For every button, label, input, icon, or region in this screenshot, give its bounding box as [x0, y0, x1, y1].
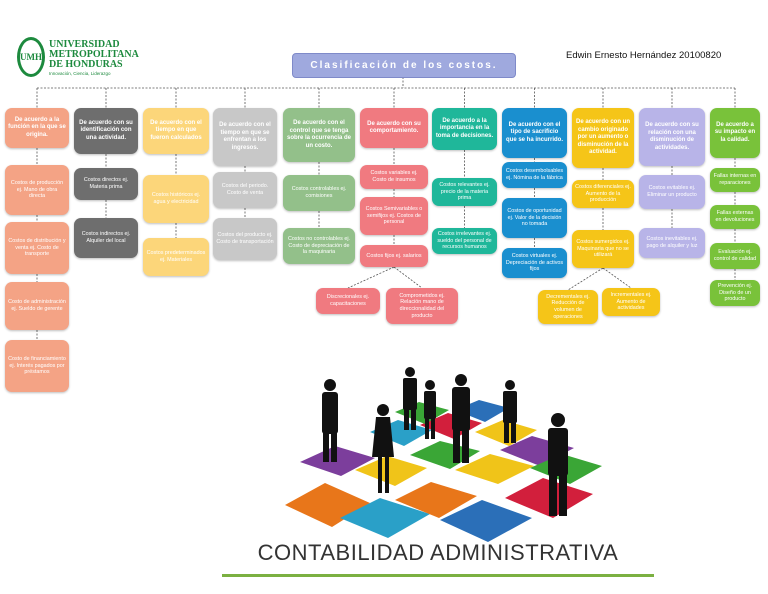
university-logo-icon: UMH — [17, 37, 45, 77]
connector-line — [602, 267, 632, 289]
cost-type-box: Costos predeterminados ej. Materiales — [143, 238, 209, 276]
cost-type-box: Costos históricos ej. agua y electricida… — [143, 175, 209, 223]
cost-type-box: Costos del producto ej. Costo de transpo… — [213, 218, 277, 260]
business-people-icon — [322, 367, 568, 516]
cost-type-box: Costo de financiamiento ej. Interés paga… — [5, 340, 69, 392]
cost-type-box: Costos sumergidos ej. Maquinaria que no … — [572, 230, 634, 268]
cost-type-box: Costos controlables ej. comisiones — [283, 175, 355, 211]
cost-type-box: Costos del periodo. Costo de venta — [213, 172, 277, 208]
connector-line — [393, 266, 423, 289]
banner-title: CONTABILIDAD ADMINISTRATIVA — [257, 540, 619, 565]
cost-type-box: Costos Semivariables o semifijos ej. Cos… — [360, 197, 428, 235]
cost-subtype-box: Incrementales ej. Aumento de actividades — [602, 288, 660, 316]
category-header: De acuerdo con su identificación con una… — [74, 108, 138, 154]
cost-type-box: Evaluación ej. control de calidad — [710, 243, 760, 269]
author-label: Edwin Ernesto Hernández 20100820 — [566, 50, 722, 61]
cost-subtype-box: Decrementales ej. Reducción de volumen d… — [538, 290, 598, 324]
category-header: De acuerdo con su comportamiento. — [360, 108, 428, 148]
category-header: De acuerdo con el control que se tenga s… — [283, 108, 355, 162]
cost-type-box: Costos de distribución y venta ej. Costo… — [5, 222, 69, 274]
cost-type-box: Costos de oportunidad ej. Valor de la de… — [502, 198, 567, 238]
university-name: UNIVERSIDAD METROPOLITANA DE HONDURAS — [49, 39, 139, 70]
cost-type-box: Prevención ej. Diseño de un producto — [710, 280, 760, 306]
cost-type-box: Costos de producción ej. Mano de obra di… — [5, 165, 69, 215]
banner-underline — [222, 574, 654, 577]
category-header: De acuerdo con el tiempo en que se enfre… — [213, 108, 277, 166]
category-header: De acuerdo con un cambio originado por u… — [572, 108, 634, 168]
cost-type-box: Costos desembolsables ej. Nómina de la f… — [502, 162, 567, 188]
cost-type-box: Costos irrelevantes ej. sueldo del perso… — [432, 228, 497, 254]
cost-type-box: Costos fijos ej. salarios — [360, 245, 428, 267]
category-header: De acuerdo con el tipo de sacrificio que… — [502, 108, 567, 158]
university-tagline: Innovación, Ciencia, Liderazgo — [49, 71, 111, 76]
cost-subtype-box: Comprometidos ej. Relación mano de direc… — [386, 288, 458, 324]
category-header: De acuerdo con el tiempo en que fueron c… — [143, 108, 209, 154]
cost-type-box: Costo de administración ej. Sueldo de ge… — [5, 282, 69, 330]
cost-type-box: Costos no controlables ej. Costo de depr… — [283, 228, 355, 264]
cost-type-box: Costos inevitables ej. pago de alquiler … — [639, 228, 705, 258]
cost-type-box: Fallas externas en devoluciones — [710, 205, 760, 229]
cost-subtype-box: Discrecionales ej. capacitaciones — [316, 288, 380, 314]
cost-type-box: Costos virtuales ej. Depreciación de act… — [502, 248, 567, 278]
category-header: De acuerdo a la importancia en la toma d… — [432, 108, 497, 150]
cost-type-box: Costos diferenciales ej. Aumento de la p… — [572, 180, 634, 208]
cost-type-box: Costos indirectos ej. Alquiler del local — [74, 218, 138, 258]
category-header: De acuerdo con su relación con una dismi… — [639, 108, 705, 166]
cost-type-box: Costos evitables ej. Eliminar un product… — [639, 175, 705, 209]
category-header: De acuerdo a su impacto en la calidad. — [710, 108, 760, 158]
category-header: De acuerdo a la función en la que se ori… — [5, 108, 69, 148]
diagram-title: Clasificación de los costos. — [292, 53, 516, 78]
cost-type-box: Fallas internas en reparaciones — [710, 168, 760, 192]
cost-type-box: Costos relevantes ej. precio de la mater… — [432, 178, 497, 206]
cost-type-box: Costos variables ej. Costo de insumos — [360, 165, 428, 189]
cost-type-box: Costos directos ej. Materia prima — [74, 168, 138, 200]
connector-line — [347, 266, 395, 289]
